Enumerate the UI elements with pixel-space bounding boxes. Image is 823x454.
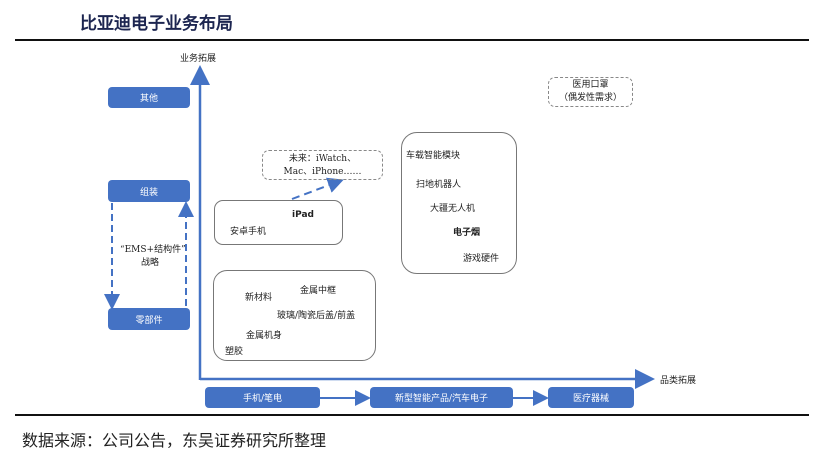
box-medical: 医疗器械 <box>548 387 634 408</box>
phone-box <box>214 200 343 245</box>
ipad-label: iPad <box>292 210 314 220</box>
materials-box <box>213 270 376 361</box>
strategy-line1: “EMS+结构件” <box>120 245 186 255</box>
page-title: 比亚迪电子业务布局 <box>80 14 233 34</box>
drone: 大疆无人机 <box>430 204 476 214</box>
new-material: 新材料 <box>245 293 273 303</box>
glass-cover: 玻璃/陶瓷后盖/前盖 <box>277 311 356 321</box>
future-dashed-arrow <box>291 177 344 200</box>
box-smart-auto: 新型智能产品/汽车电子 <box>370 387 513 408</box>
metal-frame: 金属中框 <box>300 286 337 296</box>
car-module: 车载智能模块 <box>406 151 461 161</box>
future-line1: 未来：iWatch、 <box>288 154 357 164</box>
metal-body: 金属机身 <box>246 331 283 341</box>
y-axis-label: 业务拓展 <box>180 54 217 64</box>
plastic: 塑胶 <box>225 347 244 357</box>
smart-products-box <box>401 132 517 274</box>
mask-line2: （偶发性需求） <box>558 93 622 103</box>
box-components: 零部件 <box>108 308 190 330</box>
future-line2: Mac、iPhone…… <box>283 167 362 177</box>
android-label: 安卓手机 <box>230 227 267 237</box>
box-assembly: 组装 <box>108 180 190 202</box>
robot: 扫地机器人 <box>416 180 462 190</box>
mask-line1: 医用口罩 <box>572 80 609 90</box>
top-divider <box>15 39 809 41</box>
x-axis-label: 品类拓展 <box>660 376 697 386</box>
box-phone-laptop: 手机/笔电 <box>205 387 320 408</box>
ecig: 电子烟 <box>453 228 481 238</box>
future-box: 未来：iWatch、 Mac、iPhone…… <box>262 150 383 180</box>
mask-box: 医用口罩 （偶发性需求） <box>548 77 633 107</box>
game-hardware: 游戏硬件 <box>463 254 500 264</box>
box-other: 其他 <box>108 87 190 108</box>
bottom-divider <box>15 414 809 416</box>
source-note: 数据来源：公司公告，东吴证券研究所整理 <box>22 431 327 450</box>
strategy-line2: 战略 <box>141 258 160 268</box>
